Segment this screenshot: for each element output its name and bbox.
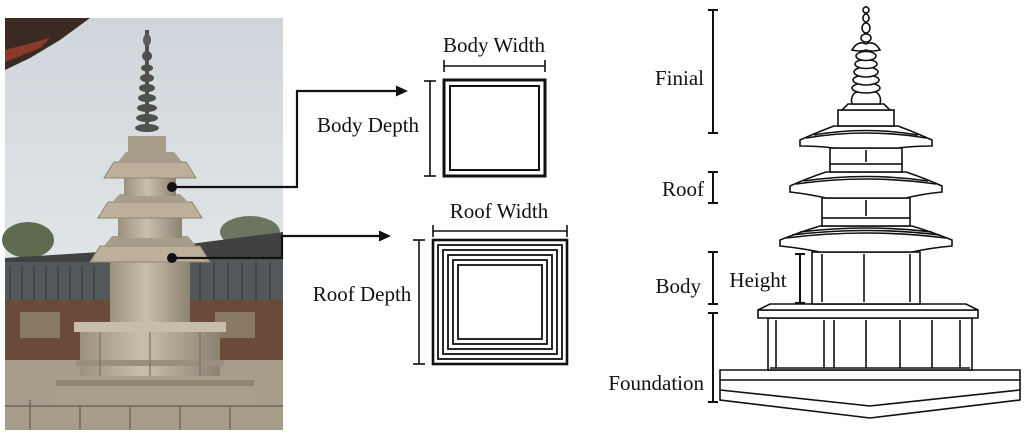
body-callout-arrowhead [396,85,408,97]
body-plan-inner-square [449,85,540,171]
drawing-body [811,251,921,305]
photo-eave [5,18,90,70]
drawing-foundation-cap [757,309,979,319]
photo-tile-roof-right [185,258,283,302]
roof-callout-arrowhead [379,230,391,242]
drawing-roof-3 [799,125,933,149]
foundation-label: Foundation [608,371,704,395]
roof-depth-label: Roof Depth [313,282,412,306]
pagoda-photo [2,18,283,430]
roof-callout-line [172,234,380,260]
photo-tree [2,222,54,258]
pagoda-line-drawing [719,6,1021,419]
body-label: Body [655,274,701,298]
body-width-label: Body Width [443,33,546,57]
body-plan-outer-square [442,78,547,178]
drawing-finial [850,6,882,105]
roof-width-label: Roof Width [450,199,549,223]
drawing-foundation [767,317,973,371]
height-label: Height [729,268,786,292]
body-plan: Body Width Body Depth [317,33,547,178]
elevation-labels: Finial Roof Body Height Foundation [608,9,805,403]
body-depth-label: Body Depth [317,113,420,137]
roof-label: Roof [662,177,704,201]
photo-callouts [167,85,408,263]
photo-pagoda [50,30,260,406]
finial-label: Finial [655,66,704,90]
roof-plan-concentric-squares [431,238,569,366]
body-callout-line [172,89,398,189]
roof-plan: Roof Width Roof Depth [313,199,569,366]
photo-tile-roof-left [5,262,115,302]
